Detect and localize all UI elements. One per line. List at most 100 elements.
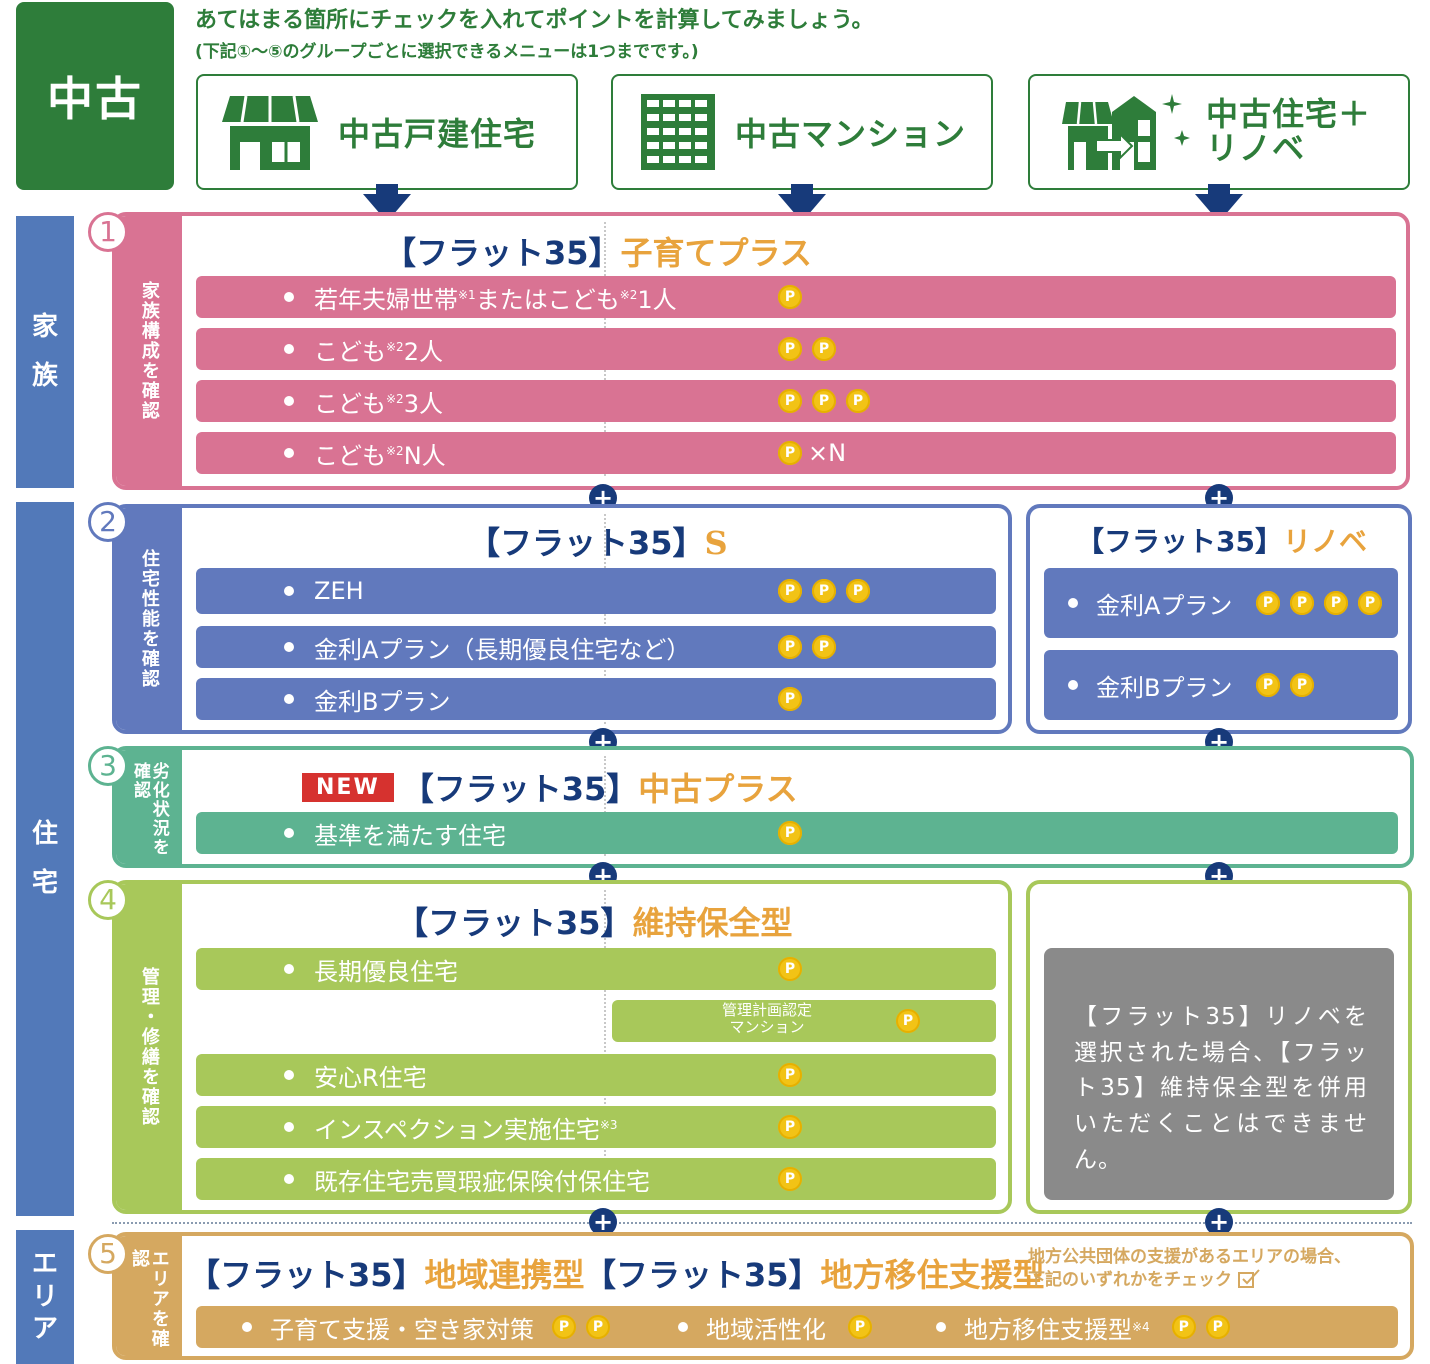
apartment-icon [641, 94, 715, 170]
section3-tab-label: 劣化状況を確認 [130, 762, 169, 857]
section1-title-accent: 子育てプラス [620, 234, 812, 272]
plus-icon: + [1205, 1208, 1233, 1236]
footnote-mark: ※2 [386, 339, 404, 354]
multiplier-text: ×N [808, 439, 847, 467]
bullet [678, 1322, 688, 1332]
point-coin-icon: P [778, 337, 802, 361]
row-text: インスペクション実施住宅 [314, 1115, 600, 1144]
point-coin-icon: P [778, 1115, 802, 1139]
divider [604, 756, 606, 856]
maintenance-option-row[interactable]: インスペクション実施住宅※3 P [196, 1106, 996, 1148]
section3-title-accent: 中古プラス [638, 770, 798, 808]
point-coins: P [778, 957, 802, 981]
row-text: 長期優良住宅 [314, 957, 458, 986]
property-type-renovation-label-line2: リノベ [1206, 129, 1306, 167]
point-coin-icon: P [1290, 673, 1314, 697]
notice-text: 【フラット35】リノベを選択された場合、【フラット35】維持保全型を併用いただく… [1074, 1004, 1368, 1173]
footnote-mark: ※2 [619, 287, 638, 302]
footnote-mark: ※2 [386, 391, 404, 406]
divider [604, 890, 606, 1200]
section4-tab-label: 管理・修繕を確認 [138, 967, 160, 1127]
sidebar-area-char: エ [31, 1249, 58, 1280]
inspection-label: インスペクション実施住宅※3 [314, 1110, 618, 1145]
new-badge: NEW [302, 772, 394, 802]
section5-title2-bracket: 【フラット35】 [584, 1256, 821, 1294]
condo-management-row[interactable]: 管理計画認定 マンション P [612, 1000, 996, 1042]
point-coin-icon: P [778, 389, 802, 413]
maintenance-option-row[interactable]: 既存住宅売買瑕疵保険付保住宅 P [196, 1158, 996, 1200]
sidebar-area-char: ア [31, 1314, 58, 1345]
performance-option-row[interactable]: 金利Bプラン P [196, 678, 996, 720]
property-type-renovation-label-line1: 中古住宅＋ [1206, 95, 1372, 134]
section2-tab: 住宅性能を確認 [116, 508, 182, 730]
used-home-badge: 中古 [16, 2, 174, 190]
bullet [284, 828, 294, 838]
bullet [284, 1070, 294, 1080]
maintenance-option-row[interactable]: 長期優良住宅 P [196, 948, 996, 990]
section-area: エリアを確認 【フラット35】地域連携型 【フラット35】地方移住支援型 地方公… [112, 1232, 1414, 1360]
row-text: 金利Aプラン（長期優良住宅など） [314, 635, 691, 664]
bullet [242, 1322, 252, 1332]
family-option-row[interactable]: こども※2N人 P×N [196, 432, 1396, 474]
point-coin-icon: P [1171, 1315, 1196, 1339]
row-text: 管理計画認定 [721, 1001, 812, 1019]
row-text: 2人 [403, 337, 443, 366]
row-text: マンション [729, 1017, 805, 1036]
point-coins: P [778, 1167, 802, 1191]
divider [604, 514, 606, 724]
family-option-label: こども※23人 [314, 384, 443, 419]
section5-note-text: 地方公共団体の支援があるエリアの場合、下記のいずれかをチェック [1028, 1247, 1351, 1290]
section-maintenance: 管理・修繕を確認 【フラット35】維持保全型 長期優良住宅 P 管理計画認定 マ… [112, 880, 1012, 1214]
property-type-condo[interactable]: 中古マンション [611, 74, 993, 190]
family-option-row[interactable]: 若年夫婦世帯※1またはこども※21人 P [196, 276, 1396, 318]
section5-title1-bracket: 【フラット35】 [188, 1256, 425, 1294]
maintenance-option-row[interactable]: 安心R住宅 P [196, 1054, 996, 1096]
point-coins: P [778, 687, 802, 711]
row-text: またはこども [475, 285, 620, 314]
point-coin-icon: P [778, 635, 802, 659]
footnote-mark: ※2 [386, 443, 404, 458]
property-type-detached[interactable]: 中古戸建住宅 [196, 74, 578, 190]
row-text: 金利Bプラン [1096, 673, 1233, 702]
section-maintenance-renovation: 【フラット35】リノベを選択された場合、【フラット35】維持保全型を併用いただく… [1026, 880, 1412, 1214]
row-text: 若年夫婦世帯 [314, 285, 458, 314]
point-coin-icon: P [1256, 673, 1280, 697]
section5-title-migration: 【フラット35】地方移住支援型 [584, 1250, 1045, 1296]
footnote-mark: ※1 [458, 287, 476, 302]
point-coin-icon: P [778, 687, 802, 711]
section3-title-bracket: 【フラット35】 [401, 770, 639, 808]
area-option-revitalization[interactable]: 地域活性化 P [678, 1310, 872, 1345]
deterioration-option-row[interactable]: 基準を満たす住宅 P [196, 812, 1398, 854]
section3-number: 3 [88, 746, 128, 786]
section5-title-regional: 【フラット35】地域連携型 [188, 1250, 585, 1296]
point-coin-icon: P [848, 1315, 872, 1339]
renovation-exclusion-notice: 【フラット35】リノベを選択された場合、【フラット35】維持保全型を併用いただく… [1044, 948, 1394, 1200]
property-type-renovation[interactable]: 中古住宅＋ リノベ [1028, 74, 1410, 190]
section5-tab-label: エリアを確認 [129, 1249, 170, 1349]
row-text: 金利Aプラン [1096, 591, 1233, 620]
point-coin-icon: P [812, 579, 836, 603]
bullet [284, 292, 294, 302]
property-type-condo-label: 中古マンション [735, 115, 967, 153]
point-coin-icon: P [1205, 1315, 1230, 1339]
row-text: 安心R住宅 [314, 1063, 427, 1092]
point-coin-icon: P [1358, 591, 1382, 615]
section5-title1-accent: 地域連携型 [424, 1256, 585, 1294]
